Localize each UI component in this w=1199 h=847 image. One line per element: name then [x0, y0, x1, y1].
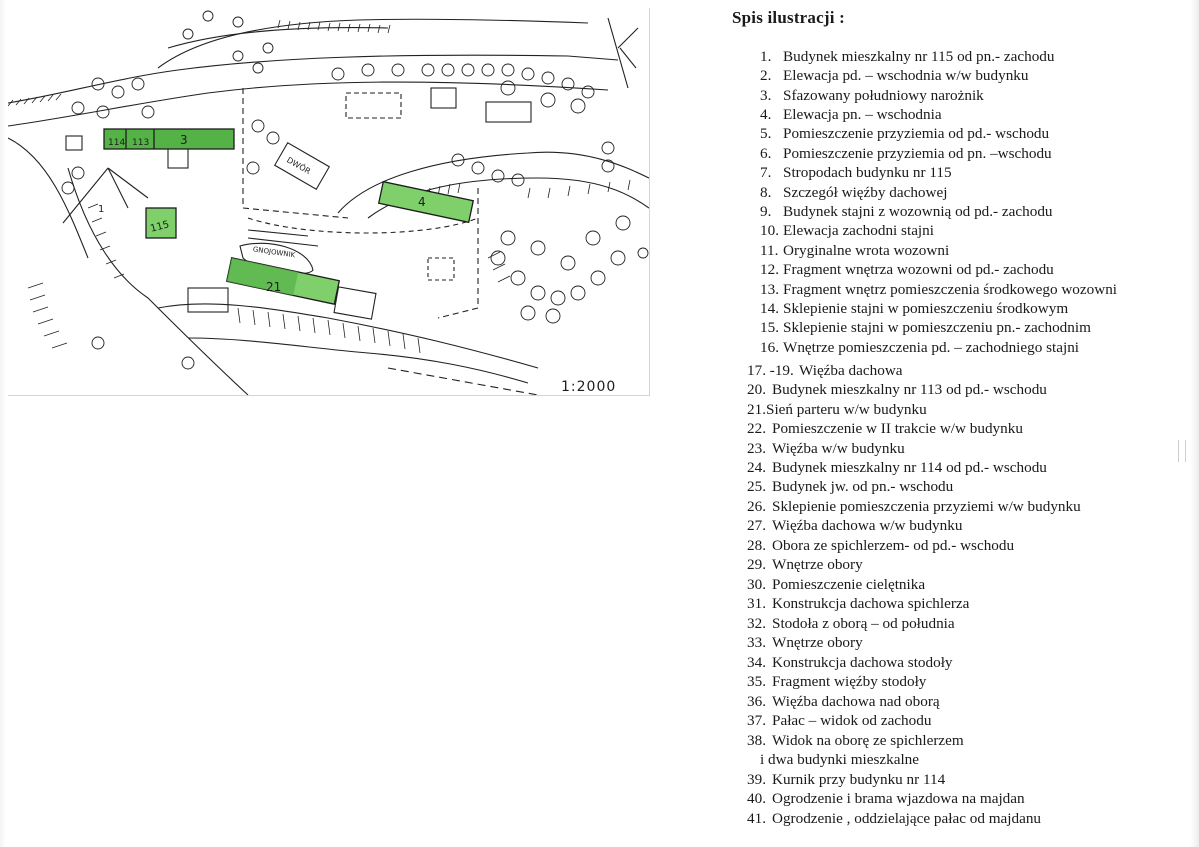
- list-item: 29.Wnętrze obory: [747, 556, 863, 573]
- list-item: 28.Obora ze spichlerzem- od pd.- wschodu: [747, 537, 1015, 554]
- list-item: 3.Sfazowany południowy narożnik: [760, 87, 984, 104]
- list-item: 7.Stropodach budynku nr 115: [760, 164, 952, 181]
- label-building-115: 115: [149, 219, 170, 235]
- list-item: 4.Elewacja pn. – wschodnia: [760, 106, 942, 123]
- list-item: 38.Widok na oborę ze spichlerzem: [747, 732, 964, 749]
- map-scale-label: 1:2000: [561, 379, 616, 395]
- site-plan-map: 3 113 114 115 4 21 DWÓR GNOJOWNIK 1 1:20…: [8, 8, 650, 396]
- list-item-continuation: i dwa budynki mieszkalne: [760, 751, 920, 768]
- label-dwor: DWÓR: [285, 154, 313, 177]
- building-3-113-114: [103, 128, 235, 150]
- illustration-list-panel: Spis ilustracji : 1.Budynek mieszkalny n…: [720, 0, 1190, 847]
- label-building-4: 4: [418, 195, 426, 209]
- list-item: 2.Elewacja pd. – wschodnia w/w budynku: [760, 67, 1029, 84]
- list-item: 17. -19.Więźba dachowa: [747, 362, 903, 379]
- list-item: 35.Fragment więźby stodoły: [747, 673, 927, 690]
- list-item: 1.Budynek mieszkalny nr 115 od pn.- zach…: [760, 48, 1055, 65]
- list-item: 5.Pomieszczenie przyziemia od pd.- wscho…: [760, 125, 1050, 142]
- label-building-21: 21: [266, 280, 281, 294]
- list-item: 10.Elewacja zachodni stajni: [760, 222, 934, 239]
- list-item: 16.Wnętrze pomieszczenia pd. – zachodnie…: [760, 339, 1080, 356]
- list-item: 31.Konstrukcja dachowa spichlerza: [747, 595, 970, 612]
- list-item: 6.Pomieszczenie przyziemia od pn. –wscho…: [760, 145, 1052, 162]
- list-item: 21.Sień parteru w/w budynku: [747, 401, 927, 418]
- list-item: 25.Budynek jw. od pn.- wschodu: [747, 478, 954, 495]
- list-item: 22.Pomieszczenie w II trakcie w/w budynk…: [747, 420, 1023, 437]
- list-item: 8.Szczegół więźby dachowej: [760, 184, 948, 201]
- list-item: 24.Budynek mieszkalny nr 114 od pd.- wsc…: [747, 459, 1047, 476]
- list-item: 27.Więźba dachowa w/w budynku: [747, 517, 963, 534]
- site-plan-drawing: 3 113 114 115 4 21 DWÓR GNOJOWNIK 1 1:20…: [8, 10, 649, 395]
- list-item: 33.Wnętrze obory: [747, 634, 863, 651]
- list-item: 20.Budynek mieszkalny nr 113 od pd.- wsc…: [747, 381, 1047, 398]
- list-item: 14.Sklepienie stajni w pomieszczeniu śro…: [760, 300, 1069, 317]
- list-item: 39.Kurnik przy budynku nr 114: [747, 771, 946, 788]
- list-item: 34.Konstrukcja dachowa stodoły: [747, 654, 953, 671]
- list-item: 36.Więźba dachowa nad oborą: [747, 693, 940, 710]
- list-item: 41.Ogrodzenie , oddzielające pałac od ma…: [747, 810, 1042, 827]
- list-item: 40.Ogrodzenie i brama wjazdowa na majdan: [747, 790, 1025, 807]
- list-item: 13.Fragment wnętrz pomieszczenia środkow…: [760, 281, 1118, 298]
- list-item: 12.Fragment wnętrza wozowni od pd.- zach…: [760, 261, 1054, 278]
- building-4: [377, 180, 475, 224]
- label-building-113: 113: [132, 138, 149, 148]
- label-building-3: 3: [180, 133, 188, 147]
- list-item: 9.Budynek stajni z wozownią od pd.- zach…: [760, 203, 1053, 220]
- label-building-114: 114: [108, 138, 125, 148]
- list-item: 23.Więźba w/w budynku: [747, 440, 905, 457]
- list-item: 37.Pałac – widok od zachodu: [747, 712, 932, 729]
- list-item: 32.Stodoła z oborą – od południa: [747, 615, 955, 632]
- list-item: 26.Sklepienie pomieszczenia przyziemi w/…: [747, 498, 1081, 515]
- list-item: 30.Pomieszczenie cielętnika: [747, 576, 926, 593]
- label-gnojownik: GNOJOWNIK: [252, 245, 296, 259]
- list-item: 11.Oryginalne wrota wozowni: [760, 242, 950, 259]
- scan-edge-mark: [1178, 440, 1186, 462]
- label-marker-1: 1: [98, 204, 104, 215]
- list-title: Spis ilustracji :: [732, 8, 845, 27]
- list-item: 15.Sklepienie stajni w pomieszczeniu pn.…: [760, 319, 1091, 336]
- building-115: [145, 207, 177, 239]
